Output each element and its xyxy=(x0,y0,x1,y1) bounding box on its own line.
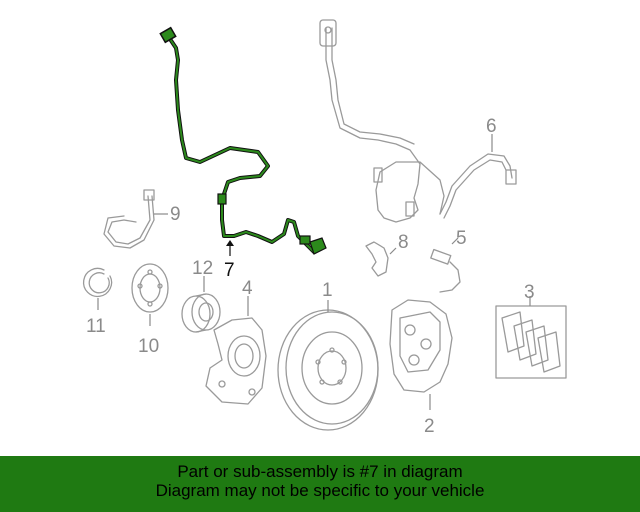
callout-9[interactable]: 9 xyxy=(170,204,181,225)
part-9-line xyxy=(103,189,168,249)
part-5-sensor xyxy=(430,237,461,293)
info-banner: Part or sub-assembly is #7 in diagram Di… xyxy=(0,456,640,512)
callout-4[interactable]: 4 xyxy=(242,278,253,299)
part-3-pads xyxy=(495,296,567,379)
parts-diagram: 1 2 3 4 5 6 7 8 9 10 11 12 xyxy=(82,19,567,437)
part-7-wire[interactable] xyxy=(159,26,327,255)
part-11-snap-ring xyxy=(82,267,113,310)
part-10-hub xyxy=(131,263,169,326)
abs-sensor-cable xyxy=(319,19,445,223)
part-1-rotor xyxy=(277,300,379,431)
callout-10[interactable]: 10 xyxy=(138,336,159,357)
callout-11[interactable]: 11 xyxy=(86,316,106,337)
callout-7-arrow xyxy=(226,240,234,246)
banner-line-1: Part or sub-assembly is #7 in diagram xyxy=(177,462,463,481)
part-8-clip xyxy=(365,241,397,277)
callout-3[interactable]: 3 xyxy=(524,282,535,303)
callout-12[interactable]: 12 xyxy=(192,258,213,279)
callout-6[interactable]: 6 xyxy=(486,116,497,137)
banner-line-2: Diagram may not be specific to your vehi… xyxy=(155,481,485,500)
part-4-knuckle xyxy=(205,296,267,405)
part-2-caliper xyxy=(389,299,453,410)
callout-8[interactable]: 8 xyxy=(398,232,409,253)
callout-7[interactable]: 7 xyxy=(224,260,235,281)
part-12-bearing xyxy=(181,276,221,333)
callout-1[interactable]: 1 xyxy=(322,280,333,301)
callout-2[interactable]: 2 xyxy=(424,416,435,437)
part-6-wire xyxy=(439,134,517,219)
callout-5[interactable]: 5 xyxy=(456,228,467,249)
